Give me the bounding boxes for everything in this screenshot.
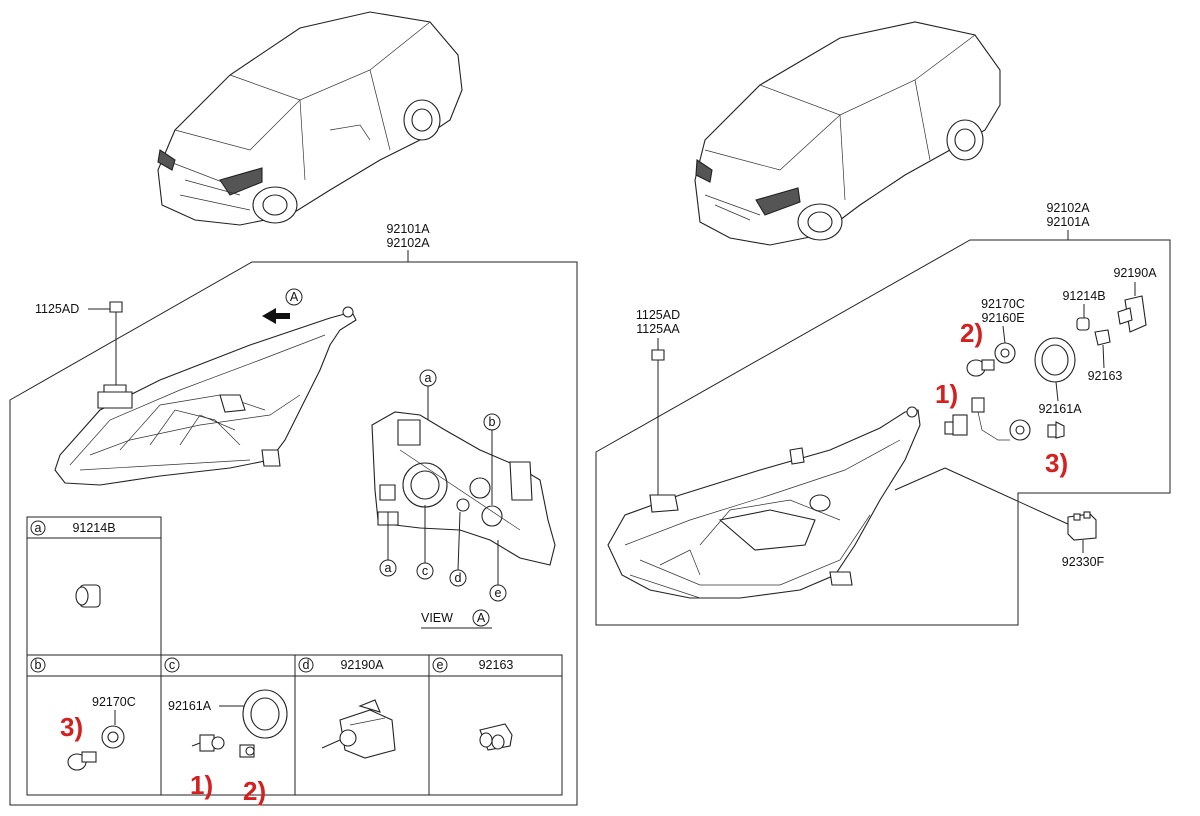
bulb-socket-icon: [67, 725, 125, 771]
callout-1-right: 1): [935, 379, 958, 409]
left-bolt-label: 1125AD: [35, 302, 79, 316]
right-headlamp-illustration: [607, 406, 921, 599]
cell-d-part: 92190A: [340, 658, 384, 672]
view-caption: VIEW: [421, 611, 453, 625]
view-letter-d: d: [455, 571, 462, 585]
bulb-cover-icon: [191, 689, 288, 758]
right-bolt-label-2: 1125AA: [636, 322, 680, 336]
right-car-illustration: [694, 21, 1001, 246]
right-bolt-label-1: 1125AD: [636, 308, 680, 322]
left-part-number-2: 92102A: [386, 236, 430, 250]
left-bolt-icon: [109, 301, 123, 385]
right-wiring-harness-icon: [971, 397, 1031, 441]
right-leveler-icon: [1117, 295, 1147, 333]
right-cap-label: 91214B: [1062, 289, 1105, 303]
view-marker-bottom: A: [477, 611, 486, 625]
view-arrow-icon: [262, 308, 290, 324]
left-rear-view-illustration: [371, 411, 556, 566]
left-headlamp-illustration: [54, 306, 357, 486]
right-cover-icon: [1034, 337, 1076, 383]
left-assembly-frame: [9, 250, 578, 806]
view-letter-b: b: [489, 415, 496, 429]
leveling-actuator-icon: [321, 699, 396, 759]
bulb-cap-icon: [75, 584, 101, 608]
view-letter-a-top: a: [425, 371, 432, 385]
left-part-number-1: 92101A: [386, 222, 430, 236]
right-connector-icon: [1067, 511, 1097, 541]
callout-2-left: 2): [243, 776, 266, 806]
callout-2-right: 2): [960, 318, 983, 348]
right-bulb-h4-icon: [944, 414, 968, 436]
callout-3-right: 3): [1045, 448, 1068, 478]
right-cover-label: 92161A: [1038, 402, 1082, 416]
right-connector-label: 92330F: [1062, 555, 1105, 569]
cell-c-part: 92161A: [168, 699, 212, 713]
right-socket-e-label: 92160E: [981, 311, 1024, 325]
right-leveler-label: 92190A: [1113, 266, 1157, 280]
cell-a-letter: a: [35, 521, 42, 535]
right-part-number-2: 92101A: [1046, 215, 1090, 229]
right-assembly-frame: [595, 230, 1171, 626]
callout-3-left: 3): [60, 712, 83, 742]
cell-e-part: 92163: [479, 658, 514, 672]
callout-1-left: 1): [190, 770, 213, 800]
cell-c-letter: c: [169, 658, 175, 672]
left-car-illustration: [157, 11, 463, 226]
right-small-bulb-2-icon: [1047, 421, 1065, 439]
clip-icon: [479, 723, 513, 751]
left-parts-table: [26, 516, 563, 796]
view-marker-top: A: [290, 290, 299, 304]
right-part-number-1: 92102A: [1046, 201, 1090, 215]
cell-e-letter: e: [437, 658, 444, 672]
view-letter-e: e: [495, 586, 502, 600]
view-letter-a-bottom: a: [385, 561, 392, 575]
right-clip-label: 92163: [1088, 369, 1123, 383]
cell-b-letter: b: [35, 658, 42, 672]
right-small-bulb-icon: [966, 359, 995, 377]
right-socket-icon: [994, 342, 1016, 364]
right-bolt-icon: [651, 338, 665, 495]
view-letter-c: c: [422, 564, 428, 578]
cell-a-part: 91214B: [72, 521, 115, 535]
right-clip-icon: [1094, 329, 1111, 346]
right-cap-icon: [1076, 317, 1090, 331]
cell-b-part: 92170C: [92, 695, 136, 709]
cell-d-letter: d: [303, 658, 310, 672]
right-socket-c-label: 92170C: [981, 297, 1025, 311]
view-letter-leaders: [387, 386, 499, 585]
